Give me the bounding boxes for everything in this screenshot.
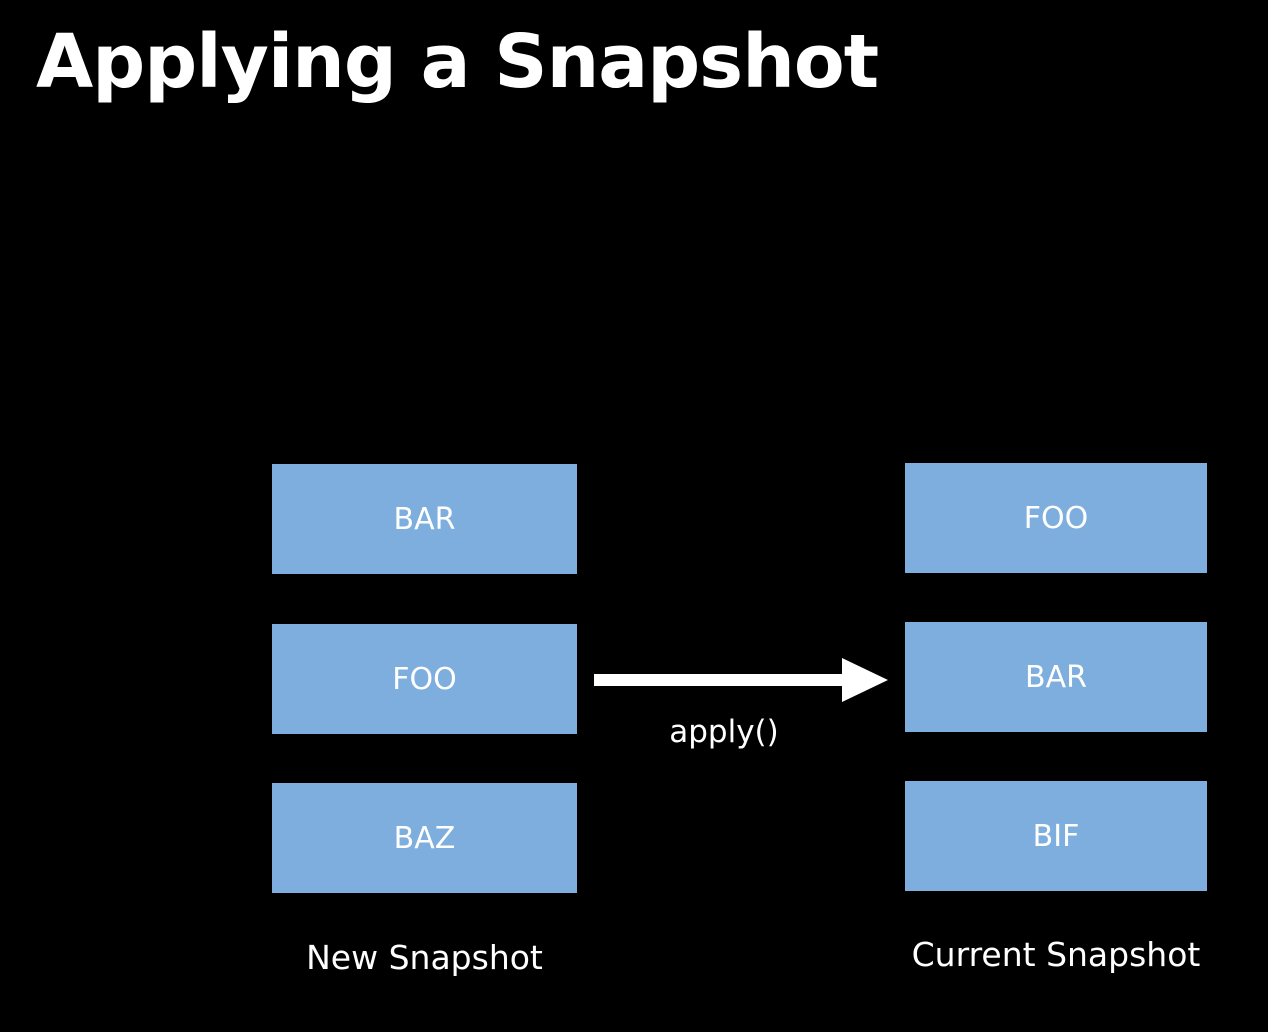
arrow-right-icon bbox=[594, 658, 888, 702]
new-snapshot-item: FOO bbox=[272, 624, 577, 734]
new-snapshot-item: BAR bbox=[272, 464, 577, 574]
current-snapshot-item: BIF bbox=[905, 781, 1207, 891]
apply-arrow bbox=[594, 656, 888, 704]
arrow-shaft bbox=[594, 674, 844, 686]
current-snapshot-item: BAR bbox=[905, 622, 1207, 732]
new-snapshot-label: New Snapshot bbox=[306, 938, 543, 977]
arrow-head bbox=[842, 658, 888, 702]
new-snapshot-item: BAZ bbox=[272, 783, 577, 893]
apply-label: apply() bbox=[669, 714, 779, 750]
slide-title: Applying a Snapshot bbox=[36, 19, 879, 105]
current-snapshot-label: Current Snapshot bbox=[911, 935, 1201, 974]
current-snapshot-item: FOO bbox=[905, 463, 1207, 573]
